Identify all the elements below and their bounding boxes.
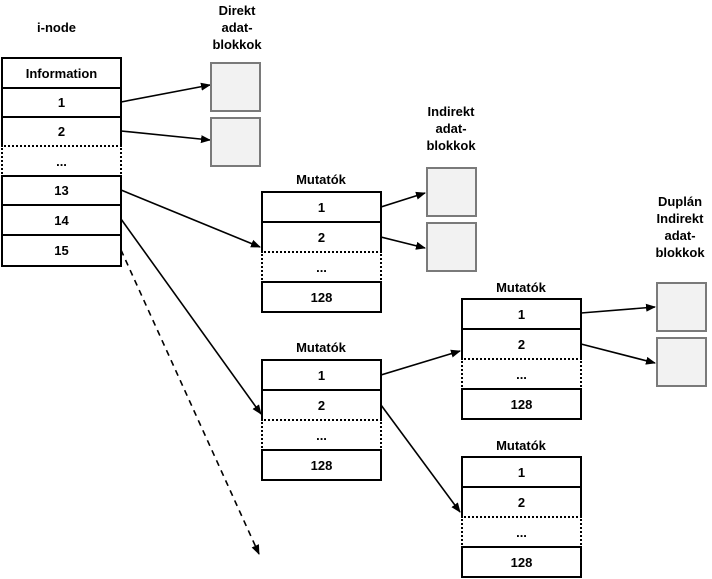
inode-cell-14: 14: [1, 204, 122, 236]
pointer-table-c-cell-128: 128: [461, 388, 582, 420]
inode-cell-15: 15: [1, 234, 122, 267]
pointer-table-d-cell-1: 1: [461, 456, 582, 488]
arrow-tableA1-indirect1: [380, 191, 426, 208]
pointer-table-d-cell-128: 128: [461, 546, 582, 578]
arrow-tableB2-tableD: [380, 404, 461, 513]
pointer-table-a-title: Mutatók: [296, 172, 346, 187]
arrow-inode1-direct1: [120, 82, 211, 103]
pointer-table-c-cell-2: 2: [461, 328, 582, 360]
indirect-block-1: [426, 167, 477, 217]
pointer-table-a-cell-1: 1: [261, 191, 382, 223]
inode-cell-2: 2: [1, 116, 122, 147]
arrow-tableC1-double1: [580, 303, 656, 314]
arrow-inode2-direct2: [120, 130, 211, 144]
inode-title: i-node: [37, 19, 76, 36]
indirect-block-2: [426, 222, 477, 272]
double-indirect-block-2: [656, 337, 707, 387]
pointer-table-a-cell-2: 2: [261, 221, 382, 253]
pointer-table-b-cell-1: 1: [261, 359, 382, 391]
double-indirect-blocks-label: Duplán Indirekt adat- blokkok: [655, 194, 705, 260]
inode-cell-13: 13: [1, 175, 122, 206]
pointer-table-c-cell-ellipsis: ...: [461, 358, 582, 390]
direct-blocks-label: Direkt adat- blokkok: [212, 3, 262, 52]
pointer-table-b-title: Mutatók: [296, 340, 346, 355]
pointer-table-b-cell-ellipsis: ...: [261, 419, 382, 451]
arrow-tableA2-indirect2: [380, 236, 426, 250]
direct-block-2: [210, 117, 261, 167]
arrow-tableB1-tableC: [380, 349, 461, 376]
pointer-table-d-cell-ellipsis: ...: [461, 516, 582, 548]
direct-block-1: [210, 62, 261, 112]
inode-cell-1: 1: [1, 87, 122, 118]
indirect-blocks-label: Indirekt adat- blokkok: [426, 104, 476, 153]
pointer-table-c-cell-1: 1: [461, 298, 582, 330]
pointer-table-d-title: Mutatók: [496, 438, 546, 453]
pointer-table-c-title: Mutatók: [496, 280, 546, 295]
pointer-table-b-cell-128: 128: [261, 449, 382, 481]
arrow-inode14-tableB: [120, 218, 262, 415]
arrow-inode13-tableA: [120, 189, 261, 248]
pointer-table-a-cell-ellipsis: ...: [261, 251, 382, 283]
pointer-table-b-cell-2: 2: [261, 389, 382, 421]
pointer-table-a-cell-128: 128: [261, 281, 382, 313]
double-indirect-block-1: [656, 282, 707, 332]
inode-title-text: i-node: [37, 20, 76, 35]
arrow-tableC2-double2: [580, 343, 656, 365]
pointer-table-d-cell-2: 2: [461, 486, 582, 518]
inode-cell-ellipsis: ...: [1, 145, 122, 177]
arrow-inode15-dashed: [120, 249, 260, 555]
inode-cell-information: Information: [1, 57, 122, 89]
